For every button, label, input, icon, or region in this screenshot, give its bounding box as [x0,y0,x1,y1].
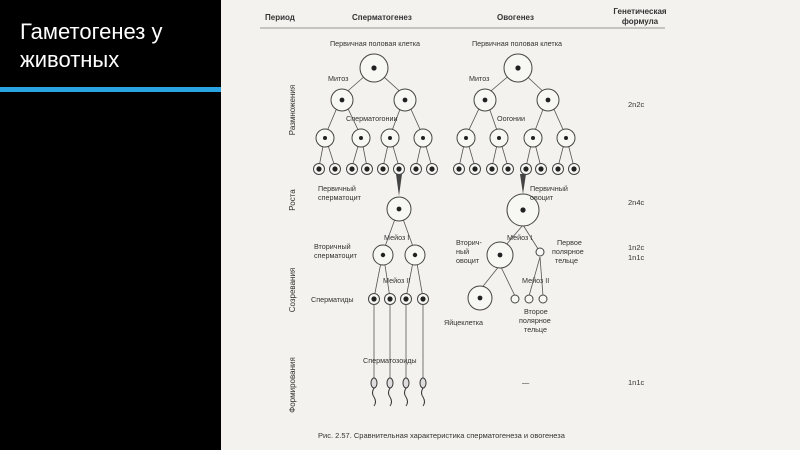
header-oogenesis: Овогенез [497,13,534,22]
label-spermatozoa: Сперматозоиды [363,356,417,365]
formula-maturation-1: 1n2c [628,243,645,252]
growth-arrow-sperm [396,174,402,196]
label-secondary-oocyte-3: овоцит [456,256,480,265]
label-meiosis1-oo: Мейоз I [507,233,532,242]
period-reproduction: Размножения [288,85,297,135]
label-secondary-oocyte-2: ный [456,247,469,256]
label-meiosis1-sperm: Мейоз I [384,233,409,242]
label-dash: — [522,378,530,387]
title-panel: Гаметогенез у животных [0,0,221,450]
formula-reproduction: 2n2c [628,100,645,109]
label-primary-spermatocyte-1: Первичный [318,184,356,193]
label-primary-oocyte-1: Первичный [530,184,568,193]
label-second-polar-2: полярное [519,316,551,325]
label-first-polar-2: полярное [552,247,584,256]
label-secondary-spermatocyte-1: Вторичный [314,242,351,251]
figure-caption: Рис. 2.57. Сравнительная характеристика … [318,431,566,440]
label-first-polar-1: Первое [557,238,582,247]
oo-cells [454,54,580,310]
label-mitosis-sperm: Митоз [328,74,349,83]
period-labels: Размножения Роста Созревания Формировани… [288,85,297,413]
header-period: Период [265,13,295,22]
spermatozoa [371,378,426,406]
label-meiosis2-sperm: Мейоз II [383,276,410,285]
formula-maturation-2: 1n1c [628,253,645,262]
growth-arrow-oo [520,174,526,194]
label-spermatogonia: Сперматогонии [346,114,398,123]
accent-bar [0,87,221,92]
header-formula-2: формула [622,17,659,26]
label-secondary-spermatocyte-2: сперматоцит [314,251,358,260]
gametogenesis-figure: Период Сперматогенез Овогенез Генетическ… [221,0,800,450]
label-second-polar-3: тельце [524,325,547,334]
label-secondary-oocyte-1: Вторич- [456,238,483,247]
label-meiosis2-oo: Мейоз II [522,276,549,285]
formula-formation: 1n1c [628,378,645,387]
label-primary-oocyte-2: овоцит [530,193,554,202]
label-primary-cell-oo: Первичная половая клетка [472,39,562,48]
label-primary-spermatocyte-2: сперматоцит [318,193,362,202]
label-spermatids: Сперматиды [311,295,354,304]
label-first-polar-3: тельце [555,256,578,265]
header-formula-1: Генетическая [613,7,666,16]
period-growth: Роста [288,189,297,211]
period-maturation: Созревания [288,268,297,313]
label-primary-cell-sperm: Первичная половая клетка [330,39,420,48]
header-spermatogenesis: Сперматогенез [352,13,412,22]
slide-title: Гаметогенез у животных [20,18,220,74]
label-second-polar-1: Второе [524,307,548,316]
label-egg: Яйцеклетка [444,318,483,327]
label-oogonia: Оогонии [497,114,525,123]
formula-growth: 2n4c [628,198,645,207]
sperm-cells [314,54,438,305]
formulas: 2n2c 2n4c 1n2c 1n1c 1n1c [628,100,645,387]
gametogenesis-diagram: Период Сперматогенез Овогенез Генетическ… [221,0,800,450]
label-mitosis-oo: Митоз [469,74,490,83]
period-formation: Формирования [288,357,297,413]
